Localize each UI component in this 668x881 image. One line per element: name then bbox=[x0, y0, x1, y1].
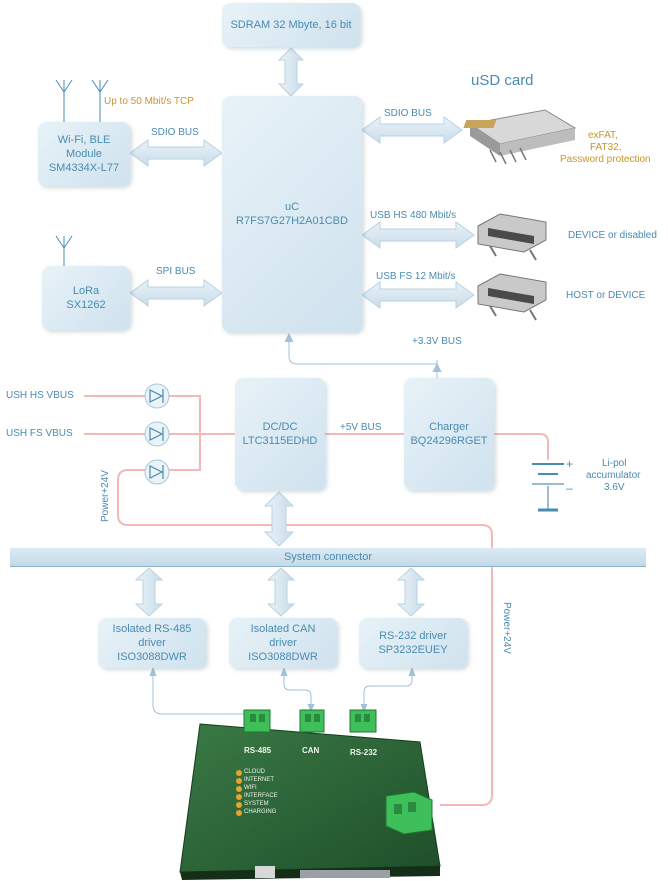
spi-bus-label: SPI BUS bbox=[156, 266, 196, 277]
led-label: INTERFACE bbox=[244, 793, 278, 799]
charger-block: Charger BQ24296RGET bbox=[404, 378, 494, 490]
rs485-line2: driver bbox=[138, 637, 166, 649]
arrow-sdram-uc bbox=[277, 47, 305, 97]
system-connector-label: System connector bbox=[283, 551, 373, 563]
bus-5v-label: +5V BUS bbox=[340, 422, 382, 433]
lipo-line2: accumulator bbox=[586, 470, 641, 481]
sdram-label: SDRAM 32 Mbyte, 16 bit bbox=[230, 19, 352, 31]
charger-line1: Charger bbox=[429, 421, 469, 433]
wifi-line2: Module bbox=[65, 148, 103, 160]
lora-line2: SX1262 bbox=[66, 299, 106, 311]
rs485-line1: Isolated RS-485 bbox=[112, 623, 192, 635]
uc-block: uC R7FS7G27H2A01CBD bbox=[222, 96, 362, 332]
dcdc-line2: LTC3115EDHD bbox=[242, 435, 318, 447]
arrow-dcdc-connector bbox=[263, 491, 295, 547]
ush-hs-vbus-label: USH HS VBUS bbox=[6, 390, 74, 401]
ush-fs-vbus-label: USH FS VBUS bbox=[6, 428, 73, 439]
arrow-uc-usbhs bbox=[361, 221, 475, 249]
led-label: SYSTEM bbox=[244, 801, 269, 807]
power-24v-left-label: Power+24V bbox=[100, 470, 111, 522]
arrow-uc-usbfs bbox=[361, 281, 475, 309]
battery-icon: + – bbox=[532, 457, 573, 512]
pcb-rs485-label: RS-485 bbox=[244, 746, 272, 755]
lipo-line3: 3.6V bbox=[604, 482, 625, 493]
can-line1: Isolated CAN bbox=[250, 623, 316, 635]
sdio-bus-left-label: SDIO BUS bbox=[151, 127, 199, 138]
arrow-connector-rs485 bbox=[134, 567, 164, 617]
bus-3v3-line bbox=[284, 332, 442, 378]
led-label: CHARGING bbox=[244, 809, 277, 815]
dcdc-block: DC/DC LTC3115EDHD bbox=[235, 378, 325, 490]
power-24v-right-label: Power+24V bbox=[501, 602, 512, 654]
lora-line1: LoRa bbox=[72, 285, 100, 297]
usb-fs-connector-image bbox=[477, 273, 547, 321]
usd-card-title: uSD card bbox=[471, 72, 534, 89]
pcb-rs232-label: RS-232 bbox=[350, 748, 378, 757]
rs485-line3: ISO3088DWR bbox=[117, 651, 187, 663]
arrow-wifi-uc bbox=[129, 139, 223, 167]
usb-hs-connector-image bbox=[477, 213, 547, 261]
power-lines bbox=[84, 395, 549, 806]
arrow-connector-rs232 bbox=[396, 567, 426, 617]
usd-fs-line2: FAT32, bbox=[590, 142, 622, 153]
diode-24v bbox=[144, 459, 170, 485]
usd-card-image bbox=[463, 109, 577, 165]
rs232-driver-block: RS-232 driver SP3232EUEY bbox=[359, 618, 467, 668]
lora-block: LoRa SX1262 bbox=[42, 266, 130, 330]
pcb-led-list: CLOUD INTERNET WIFI INTERFACE SYSTEM CHA… bbox=[244, 768, 278, 816]
arrow-connector-can bbox=[266, 567, 296, 617]
lipo-line1: Li-pol bbox=[602, 458, 627, 469]
diode-hs bbox=[144, 383, 170, 409]
diode-fs bbox=[144, 421, 170, 447]
can-driver-block: Isolated CAN driver ISO3088DWR bbox=[229, 618, 337, 668]
rs232-line1: RS-232 driver bbox=[379, 630, 447, 642]
bus-3v3-label: +3.3V BUS bbox=[412, 336, 462, 347]
sdram-block: SDRAM 32 Mbyte, 16 bit bbox=[222, 3, 360, 47]
wifi-line3: SM4334X-L77 bbox=[48, 162, 120, 174]
arrow-uc-usd bbox=[361, 116, 463, 144]
led-label: CLOUD bbox=[244, 769, 266, 775]
can-line3: ISO3088DWR bbox=[248, 651, 318, 663]
wifi-ble-module-block: Wi-Fi, BLE Module SM4334X-L77 bbox=[38, 122, 130, 186]
rs485-driver-block: Isolated RS-485 driver ISO3088DWR bbox=[98, 618, 206, 668]
svg-text:–: – bbox=[566, 481, 573, 495]
usd-fs-line3: Password protection bbox=[560, 154, 651, 165]
charger-line2: BQ24296RGET bbox=[410, 435, 488, 447]
system-connector-bar: System connector bbox=[10, 548, 646, 567]
led-label: INTERNET bbox=[244, 777, 274, 783]
dcdc-line1: DC/DC bbox=[262, 421, 298, 433]
wifi-line1: Wi-Fi, BLE bbox=[57, 134, 111, 146]
usb-hs-label: USB HS 480 Mbit/s bbox=[370, 210, 457, 221]
rs232-line2: SP3232EUEY bbox=[378, 644, 448, 656]
pcb-can-label: CAN bbox=[302, 746, 320, 755]
device-or-disabled-label: DEVICE or disabled bbox=[568, 230, 657, 241]
pcb-board-image bbox=[179, 709, 441, 880]
antenna-icon bbox=[55, 79, 109, 266]
host-or-device-label: HOST or DEVICE bbox=[566, 290, 646, 301]
usd-fs-line1: exFAT, bbox=[588, 130, 618, 141]
uc-line2: R7FS7G27H2A01CBD bbox=[236, 215, 348, 227]
usb-fs-label: USB FS 12 Mbit/s bbox=[376, 271, 456, 282]
svg-text:+: + bbox=[566, 457, 573, 471]
sdio-bus-right-label: SDIO BUS bbox=[384, 108, 432, 119]
wifi-speed-label: Up to 50 Mbit/s TCP bbox=[104, 96, 194, 107]
arrow-lora-uc bbox=[129, 279, 223, 307]
can-line2: driver bbox=[269, 637, 297, 649]
uc-line1: uC bbox=[284, 201, 300, 213]
led-label: WIFI bbox=[244, 785, 257, 791]
